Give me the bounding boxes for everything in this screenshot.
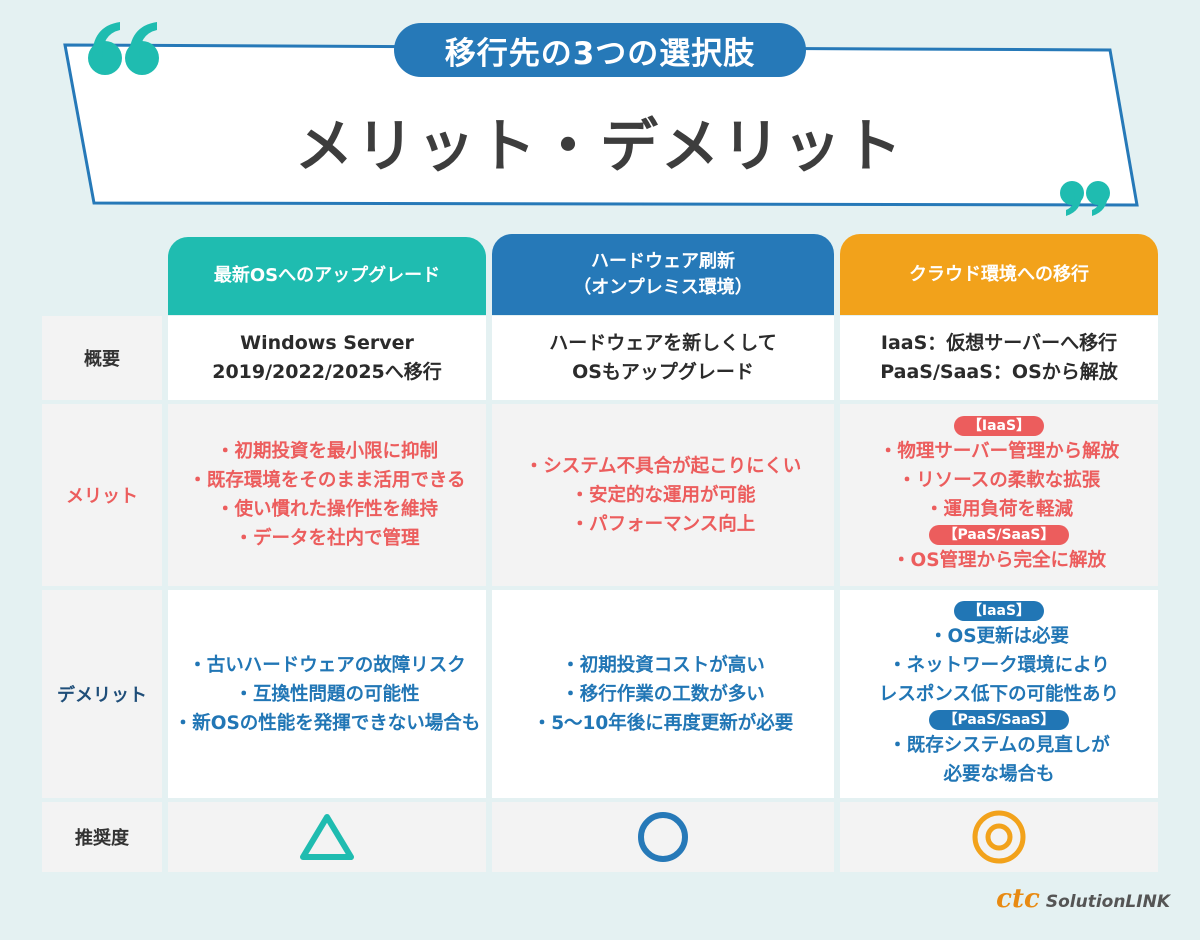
demerit-cell-hardware: ・初期投資コストが高い ・移行作業の工数が多い ・5〜10年後に再度更新が必要	[492, 590, 834, 798]
paas-saas-tag: 【PaaS/SaaS】	[929, 709, 1069, 730]
logo-brand: ctc	[996, 884, 1040, 914]
merit-cell-hardware: ・システム不具合が起こりにくい ・安定的な運用が可能 ・パフォーマンス向上	[492, 404, 834, 586]
merit-item: ・リソースの柔軟な拡張	[897, 470, 1101, 491]
title-banner: 移行先の3つの選択肢 メリット・デメリット	[0, 0, 1200, 230]
recommend-cell-cloud	[840, 802, 1158, 872]
demerit-item: ・新OSの性能を発揮できない場合も	[173, 712, 481, 734]
row-label-demerit: デメリット	[42, 590, 162, 798]
banner-pill: 移行先の3つの選択肢	[394, 23, 806, 77]
merit-item: ・OS管理から完全に解放	[891, 550, 1107, 571]
merit-cell-cloud: 【IaaS】 ・物理サーバー管理から解放 ・リソースの柔軟な拡張 ・運用負荷を軽…	[840, 404, 1158, 586]
demerit-item: ・既存システムの見直しが	[888, 734, 1110, 756]
overview-line: OSもアップグレード	[572, 361, 754, 383]
logo-product: SolutionLINK	[1045, 892, 1170, 912]
overview-line: IaaS：仮想サーバーへ移行	[880, 332, 1118, 354]
merit-item: ・運用負荷を軽減	[924, 499, 1073, 520]
demerit-cell-os: ・古いハードウェアの故障リスク ・互換性問題の可能性 ・新OSの性能を発揮できな…	[168, 590, 486, 798]
column-header-hardware: ハードウェア刷新 （オンプレミス環境）	[492, 234, 834, 315]
column-header-label: ハードウェア刷新	[591, 250, 735, 272]
double-circle-icon	[972, 810, 1026, 864]
page-title: メリット・デメリット	[294, 112, 905, 180]
column-header-cloud: クラウド環境への移行	[840, 234, 1158, 315]
overview-cell-os: Windows Server 2019/2022/2025へ移行	[168, 316, 486, 400]
column-header-label: クラウド環境への移行	[909, 263, 1089, 285]
demerit-item: ・OS更新は必要	[928, 625, 1070, 647]
merit-item: ・既存環境をそのまま活用できる	[188, 470, 466, 491]
column-header-os-upgrade: 最新OSへのアップグレード	[168, 237, 486, 315]
recommend-cell-hardware	[492, 802, 834, 872]
demerit-item: ・古いハードウェアの故障リスク	[188, 654, 466, 676]
column-header-sublabel: （オンプレミス環境）	[573, 276, 753, 298]
row-label-recommendation: 推奨度	[42, 802, 162, 872]
overview-cell-hardware: ハードウェアを新しくして OSもアップグレード	[492, 316, 834, 400]
merit-item: ・パフォーマンス向上	[570, 513, 756, 535]
demerit-item: ・移行作業の工数が多い	[561, 683, 765, 705]
demerit-item: ・初期投資コストが高い	[561, 654, 765, 676]
demerit-item: ・ネットワーク環境により	[888, 654, 1110, 676]
merit-item: ・物理サーバー管理から解放	[878, 441, 1120, 462]
column-header-label: 最新OSへのアップグレード	[213, 265, 441, 286]
overview-cell-cloud: IaaS：仮想サーバーへ移行 PaaS/SaaS：OSから解放	[840, 316, 1158, 400]
overview-line: PaaS/SaaS：OSから解放	[880, 361, 1118, 383]
merit-item: ・システム不具合が起こりにくい	[524, 455, 802, 477]
merit-cell-os: ・初期投資を最小限に抑制 ・既存環境をそのまま活用できる ・使い慣れた操作性を維…	[168, 404, 486, 586]
paas-saas-tag: 【PaaS/SaaS】	[929, 525, 1069, 545]
overview-line: ハードウェアを新しくして	[549, 332, 777, 354]
open-quote-icon	[88, 22, 159, 75]
row-label-merit: メリット	[42, 404, 162, 586]
demerit-cell-cloud: 【IaaS】 ・OS更新は必要 ・ネットワーク環境により レスポンス低下の可能性…	[840, 590, 1158, 798]
overview-line: Windows Server	[240, 332, 414, 354]
iaas-tag: 【IaaS】	[953, 416, 1045, 436]
merit-item: ・データを社内で管理	[234, 528, 420, 549]
merit-item: ・使い慣れた操作性を維持	[215, 499, 438, 520]
iaas-tag: 【IaaS】	[953, 600, 1045, 621]
demerit-item: ・5〜10年後に再度更新が必要	[532, 712, 794, 734]
brand-logo: ctc SolutionLINK	[996, 884, 1170, 914]
banner-frame	[63, 22, 1139, 216]
recommend-cell-os	[168, 802, 486, 872]
merit-item: ・初期投資を最小限に抑制	[215, 441, 438, 462]
row-label-overview: 概要	[42, 316, 162, 400]
overview-line: 2019/2022/2025へ移行	[212, 361, 442, 383]
close-quote-icon	[1060, 181, 1110, 216]
merit-item: ・安定的な運用が可能	[570, 484, 756, 506]
demerit-item: ・互換性問題の可能性	[234, 683, 420, 705]
demerit-item: レスポンス低下の可能性あり	[878, 683, 1120, 705]
circle-icon	[638, 812, 688, 862]
demerit-item: 必要な場合も	[943, 763, 1055, 785]
triangle-icon	[300, 814, 354, 860]
